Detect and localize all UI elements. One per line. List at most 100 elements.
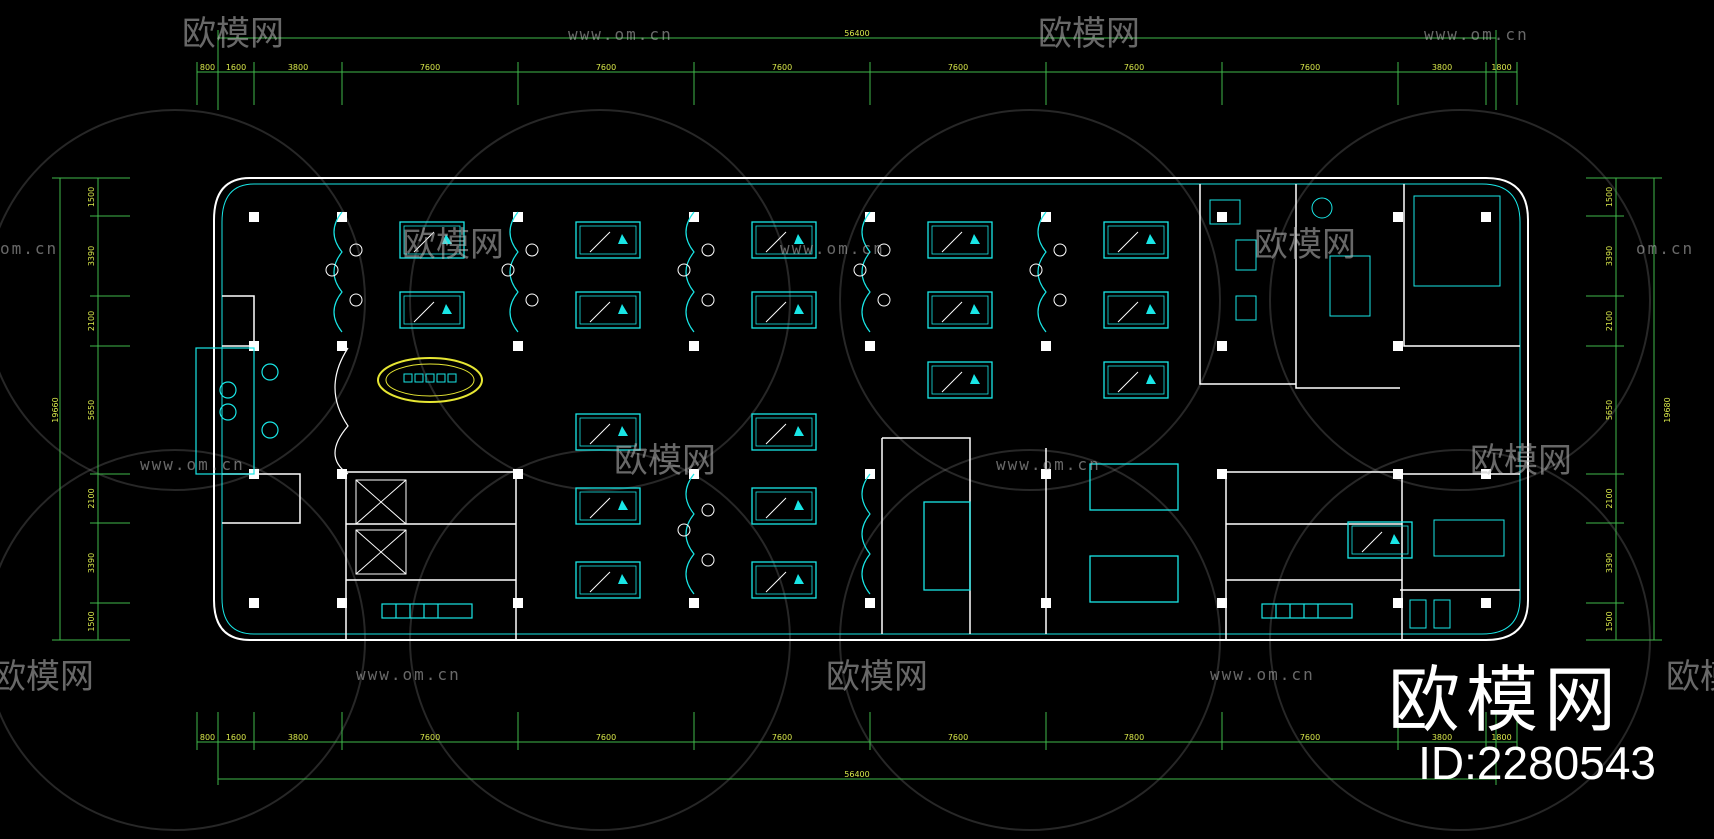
- watermark-brand-3: 欧模网: [402, 225, 504, 265]
- bottom-segment-label-10: 1800: [1491, 733, 1511, 742]
- watermarks: 欧模网 www.om.cn 欧模网 www.om.cn om.cn 欧模网 ww…: [0, 14, 1714, 697]
- ball-rack-3: [618, 304, 628, 314]
- bottom-segment-label-0: 800: [200, 733, 215, 742]
- pool-table-felt-15: [755, 417, 813, 447]
- pool-table-1: [399, 291, 465, 329]
- left-segment-label-4: 2100: [87, 488, 96, 508]
- ball-rack-6: [970, 234, 980, 244]
- watermark-brand-4: 欧模网: [1254, 225, 1356, 265]
- top-segment-label-5: 7600: [772, 63, 792, 72]
- overall-length-top: 56400: [844, 29, 869, 38]
- pool-cue-4: [765, 231, 787, 253]
- pool-table-felt-16: [755, 491, 813, 521]
- left-segment-label-5: 3390: [87, 553, 96, 573]
- watermark-brand-8: 欧模网: [826, 657, 928, 697]
- watermark-url-3: om.cn: [0, 239, 58, 258]
- pool-cue-15: [765, 423, 787, 445]
- sofa-seating: [333, 211, 1047, 595]
- watermark-brand-1: 欧模网: [182, 14, 284, 54]
- structural-columns: [249, 212, 1491, 608]
- top-segment-label-4: 7600: [596, 63, 616, 72]
- ball-rack-12: [618, 426, 628, 436]
- pool-table-felt-17: [755, 565, 813, 595]
- ball-rack-7: [970, 304, 980, 314]
- pool-cue-8: [941, 371, 963, 393]
- pool-table-5: [751, 291, 817, 329]
- pool-table-felt-4: [755, 225, 813, 255]
- brand-logo-text: 欧模网: [1387, 658, 1622, 742]
- ball-rack-16: [794, 500, 804, 510]
- top-segment-label-8: 7600: [1300, 63, 1320, 72]
- left-segment-label-0: 1500: [87, 187, 96, 207]
- pool-table-felt-6: [931, 225, 989, 255]
- ball-rack-4: [794, 234, 804, 244]
- model-id-label: ID:2280543: [1418, 737, 1656, 789]
- pool-table-felt-0: [403, 225, 461, 255]
- pool-table-6: [927, 221, 993, 259]
- pool-cue-12: [589, 423, 611, 445]
- left-segment-label-2: 2100: [87, 311, 96, 331]
- pool-table-7: [927, 291, 993, 329]
- pool-tables: [399, 221, 1413, 603]
- watermark-url-1: www.om.cn: [568, 25, 673, 44]
- ball-rack-9: [1146, 234, 1156, 244]
- reception-desk: [377, 357, 483, 403]
- left-segment-label-6: 1500: [87, 611, 96, 631]
- watermark-url-5: om.cn: [1636, 239, 1694, 258]
- bottom-segment-label-9: 3800: [1432, 733, 1452, 742]
- pool-cue-0: [413, 231, 435, 253]
- ball-rack-13: [618, 500, 628, 510]
- watermark-url-4: www.om.cn: [780, 239, 885, 258]
- pool-table-0: [399, 221, 465, 259]
- pool-table-felt-10: [1107, 295, 1165, 325]
- watermark-url-6: www.om.cn: [140, 455, 245, 474]
- top-segment-label-1: 1600: [226, 63, 246, 72]
- top-segment-label-6: 7600: [948, 63, 968, 72]
- right-segment-label-3: 5650: [1605, 400, 1614, 420]
- pool-cue-6: [941, 231, 963, 253]
- watermark-url-2: www.om.cn: [1424, 25, 1529, 44]
- pool-table-9: [1103, 221, 1169, 259]
- pool-table-felt-5: [755, 295, 813, 325]
- pool-table-felt-3: [579, 295, 637, 325]
- bottom-segment-label-2: 3800: [288, 733, 308, 742]
- pool-table-felt-7: [931, 295, 989, 325]
- bottom-segment-label-4: 7600: [596, 733, 616, 742]
- pool-table-13: [575, 487, 641, 525]
- pool-cue-18: [1361, 531, 1383, 553]
- bottom-segment-label-7: 7800: [1124, 733, 1144, 742]
- overall-length-bottom: 56400: [844, 770, 869, 779]
- pool-cue-11: [1117, 371, 1139, 393]
- pool-cue-17: [765, 571, 787, 593]
- watermark-url-7: www.om.cn: [996, 455, 1101, 474]
- top-segment-label-0: 800: [200, 63, 215, 72]
- ball-rack-8: [970, 374, 980, 384]
- top-segment-label-7: 7600: [1124, 63, 1144, 72]
- bottom-segment-label-5: 7600: [772, 733, 792, 742]
- pool-table-8: [927, 361, 993, 399]
- right-segment-label-2: 2100: [1605, 311, 1614, 331]
- interior-walls: [222, 184, 1520, 641]
- top-segment-label-10: 1800: [1491, 63, 1511, 72]
- building-outline: [213, 177, 1529, 641]
- pool-table-16: [751, 487, 817, 525]
- ball-rack-5: [794, 304, 804, 314]
- ball-rack-2: [618, 234, 628, 244]
- left-segment-label-1: 3390: [87, 246, 96, 266]
- pool-table-felt-13: [579, 491, 637, 521]
- pool-table-felt-11: [1107, 365, 1165, 395]
- stools: [325, 243, 1067, 567]
- bottom-segment-label-6: 7600: [948, 733, 968, 742]
- pool-table-felt-18: [1351, 525, 1409, 555]
- top-segment-label-9: 3800: [1432, 63, 1452, 72]
- ball-rack-18: [1390, 534, 1400, 544]
- ball-rack-0: [442, 234, 452, 244]
- pool-table-4: [751, 221, 817, 259]
- pool-table-felt-14: [579, 565, 637, 595]
- side-totals: 19660 19680: [51, 397, 1672, 422]
- ball-rack-10: [1146, 304, 1156, 314]
